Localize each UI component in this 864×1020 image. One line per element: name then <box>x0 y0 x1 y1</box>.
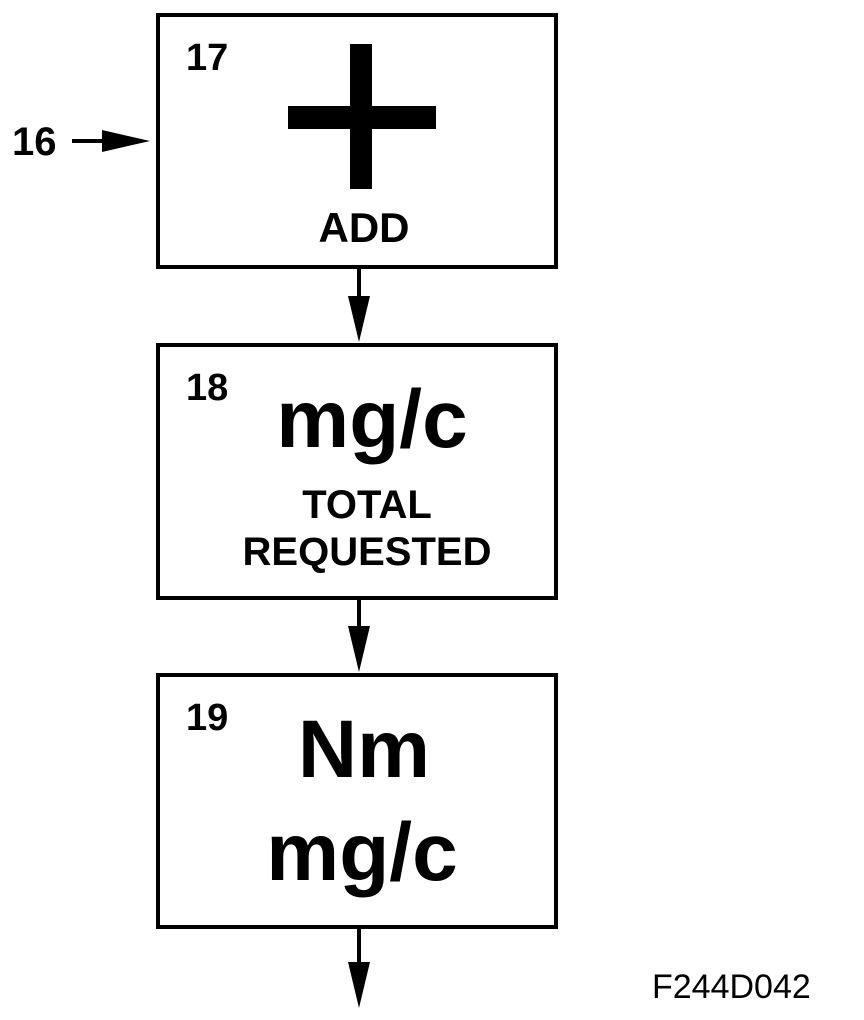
add-block: 17 ADD <box>156 13 558 269</box>
block-number: 19 <box>186 697 229 739</box>
unit-label: mg/c <box>276 374 468 465</box>
block-number: 17 <box>186 37 229 79</box>
arrow-17-to-18 <box>348 269 370 342</box>
output-arrow <box>348 929 370 1008</box>
block-number: 18 <box>186 367 229 409</box>
unit-denominator: mg/c <box>266 807 458 898</box>
total-requested-block: 18 mg/c TOTAL REQUESTED <box>156 343 558 600</box>
input-arrow <box>72 130 150 152</box>
arrow-18-to-19 <box>348 600 370 672</box>
unit-numerator: Nm <box>297 704 431 795</box>
add-label: ADD <box>318 204 410 251</box>
input-reference-label: 16 <box>12 120 57 164</box>
torque-conversion-block: 19 Nm mg/c <box>156 673 558 929</box>
figure-id: F244D042 <box>652 968 811 1006</box>
block-label-line1: TOTAL <box>302 483 432 527</box>
block-label-line2: REQUESTED <box>242 530 492 574</box>
